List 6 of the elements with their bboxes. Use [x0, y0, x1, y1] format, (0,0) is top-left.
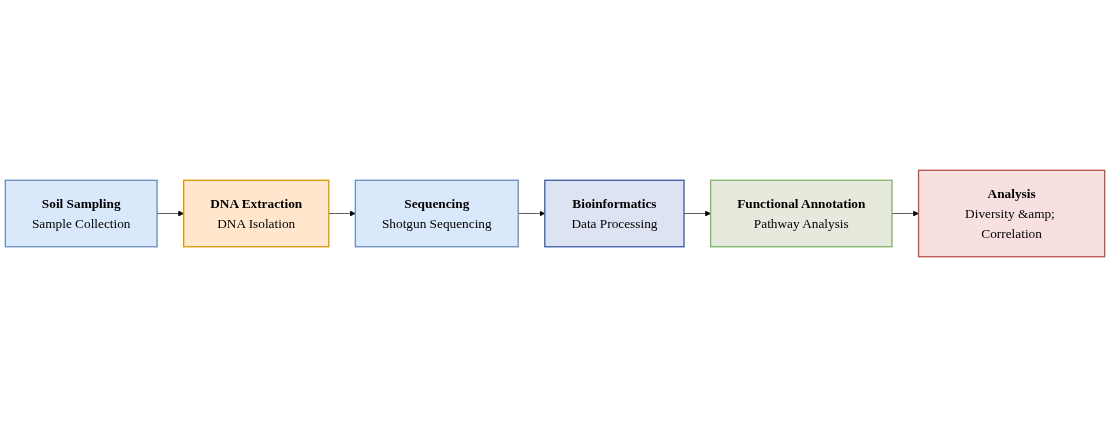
node-box: DNA Extraction DNA Isolation: [183, 180, 330, 248]
node-box: Bioinformatics Data Processing: [544, 180, 685, 248]
node-box: Functional Annotation Pathway Analysis: [709, 180, 893, 248]
node-box: Sequencing Shotgun Sequencing: [354, 180, 519, 248]
node-box: Soil Sampling Sample Collection: [4, 180, 158, 248]
node-box: Analysis Diversity &amp; Correlation: [917, 170, 1106, 258]
